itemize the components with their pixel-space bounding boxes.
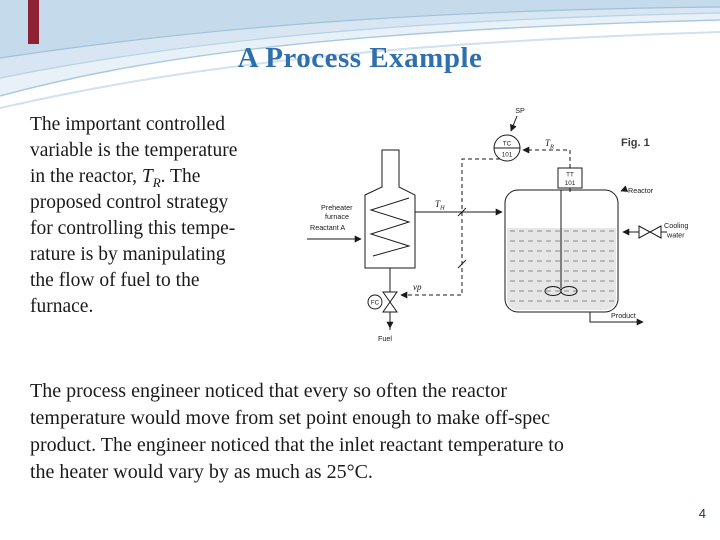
preheater-furnace: Preheater furnace	[321, 149, 416, 269]
cooling-label-line1: Cooling	[664, 221, 688, 230]
preheater-label-line1: Preheater	[321, 203, 353, 212]
preheater-label-line2: furnace	[325, 212, 349, 221]
fc-indicator	[367, 294, 383, 310]
signal-tt-to-tc: TR	[522, 138, 571, 168]
product-label: Product	[611, 311, 636, 320]
vp-label: vp	[413, 282, 422, 292]
fuel-valve	[382, 291, 398, 313]
tr-label: TR	[545, 138, 554, 151]
reactant-a-label: Reactant A	[310, 223, 345, 232]
tc-tag: TC	[503, 141, 512, 148]
variable-T: T	[141, 166, 153, 187]
signal-line-tc-valve	[400, 158, 500, 299]
paragraph-line: furnace.	[30, 296, 94, 317]
reactant-stream: Reactant A	[307, 223, 362, 243]
signal-slash-2	[457, 259, 467, 269]
signal-line-tt-tc	[522, 146, 571, 168]
cooling-valve-right	[648, 225, 662, 239]
page-number: 4	[698, 506, 706, 521]
text-segment: in the reactor,	[30, 166, 142, 187]
accent-bar	[28, 0, 39, 44]
product-stream: Product	[589, 311, 644, 326]
reactor-pointer	[620, 185, 629, 192]
tt-number: 101	[565, 180, 576, 187]
fuel-system: FC Fuel	[367, 268, 398, 343]
paragraph-line: in the reactor, TR. The	[30, 164, 305, 190]
reactor-label: Reactor	[628, 186, 654, 195]
signal-slash-1	[457, 207, 467, 217]
product-line	[589, 312, 644, 326]
figure-label: Fig. 1	[621, 137, 650, 149]
th-sub: H	[439, 205, 445, 212]
valve-top-triangle	[382, 291, 398, 303]
sp-arrow	[510, 115, 518, 132]
impeller-right	[560, 286, 578, 296]
tr-sub: R	[549, 144, 554, 151]
paragraph-line: the flow of fuel to the	[30, 270, 200, 291]
fuel-label: Fuel	[378, 334, 392, 343]
paragraph-line: The process engineer noticed that every …	[30, 380, 508, 402]
tc-number: 101	[502, 152, 513, 159]
cooling-water-system: Cooling water	[622, 221, 688, 240]
tr-main: T	[545, 138, 551, 148]
th-label: TH	[435, 199, 445, 212]
tt-transmitter: TT 101	[557, 167, 583, 192]
paragraph-line: The important controlled	[30, 114, 225, 135]
paragraph-line: proposed control strategy	[30, 192, 229, 213]
variable-subscript: R	[152, 174, 161, 190]
heating-coil	[369, 197, 411, 257]
text-segment: . The	[160, 166, 201, 187]
bottom-paragraph: The process engineer noticed that every …	[30, 378, 710, 486]
paragraph-line: variable is the temperature	[30, 140, 238, 161]
paragraph-line: product. The engineer noticed that the i…	[30, 434, 564, 456]
signal-tc-to-valve: vp	[400, 158, 500, 299]
page-title: A Process Example	[237, 42, 483, 74]
paragraph-line: rature is by manipulating	[30, 244, 226, 265]
valve-bottom-triangle	[382, 301, 398, 313]
cooling-label-line2: water	[666, 231, 685, 240]
fc-label: FC	[371, 300, 380, 307]
th-stream: TH	[415, 199, 503, 216]
paragraph-line: temperature would move from set point en…	[30, 407, 551, 429]
paragraph-line: for controlling this tempe-	[30, 218, 236, 239]
sp-label: SP	[515, 106, 525, 115]
process-diagram: Fig. 1 Preheater furnace Reactant A TH	[307, 106, 688, 343]
th-main: T	[435, 199, 441, 209]
paragraph-line: the heater would vary by as much as 25°C…	[30, 461, 373, 483]
tt-tag: TT	[566, 172, 574, 179]
left-paragraph: The important controlled variable is the…	[30, 112, 305, 320]
reactor: Reactor	[504, 185, 654, 313]
cooling-valve-left	[638, 225, 652, 239]
preheater-furnace-shape	[364, 149, 416, 269]
tc-controller: TC 101 SP	[493, 106, 525, 162]
